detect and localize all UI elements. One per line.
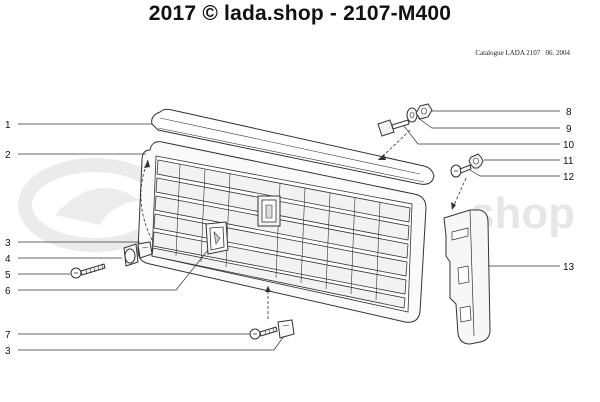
callout-3-upper: 3 <box>5 238 11 249</box>
part-11-lock-washer <box>468 153 484 169</box>
callouts-left <box>18 123 285 351</box>
guide-arrowheads <box>144 154 456 292</box>
watermark-emblem-boat <box>55 188 140 225</box>
leader-3-lower <box>18 335 285 351</box>
callout-5: 5 <box>5 270 11 281</box>
part-9-washer <box>406 107 418 123</box>
part-6-emblem-badge <box>205 221 229 255</box>
callout-8: 8 <box>566 107 572 118</box>
page-title: 2017 © lada.shop - 2107-M400 <box>148 2 452 25</box>
callout-3-lower: 3 <box>5 346 11 357</box>
part-7-screw <box>249 326 278 340</box>
part-3-clip-lower <box>277 319 295 339</box>
part-10-bolt <box>377 119 410 137</box>
grille-slats <box>175 163 381 301</box>
callout-11: 11 <box>563 156 574 167</box>
callout-4: 4 <box>5 254 11 265</box>
leader-12 <box>469 169 560 177</box>
catalogue-label: Catalogue LADA 2107 06. 2004 <box>475 49 570 57</box>
part-8-nut <box>415 103 433 120</box>
callout-10: 10 <box>563 140 575 151</box>
callout-7: 7 <box>5 330 11 341</box>
callouts-right <box>403 110 560 267</box>
part-12-screw <box>450 164 472 178</box>
callout-6: 6 <box>5 286 11 297</box>
callout-labels-left: 1 2 3 4 5 6 7 3 <box>5 120 11 357</box>
leader-10 <box>403 125 560 145</box>
leader-6 <box>18 249 209 291</box>
callout-2: 2 <box>5 150 11 161</box>
callout-9: 9 <box>566 124 572 135</box>
part-5-screw <box>70 263 106 279</box>
leader-9 <box>417 117 560 129</box>
part-4-nut <box>123 243 139 267</box>
part-3-clip-upper <box>137 241 153 259</box>
callout-13: 13 <box>563 262 575 273</box>
part-13-side-bracket <box>443 209 491 345</box>
part-1-top-moulding <box>151 108 435 185</box>
grille-center-emblem <box>257 195 281 227</box>
callout-1: 1 <box>5 120 11 131</box>
callout-12: 12 <box>563 172 575 183</box>
callout-labels-right: 8 9 10 11 12 13 <box>563 107 575 273</box>
